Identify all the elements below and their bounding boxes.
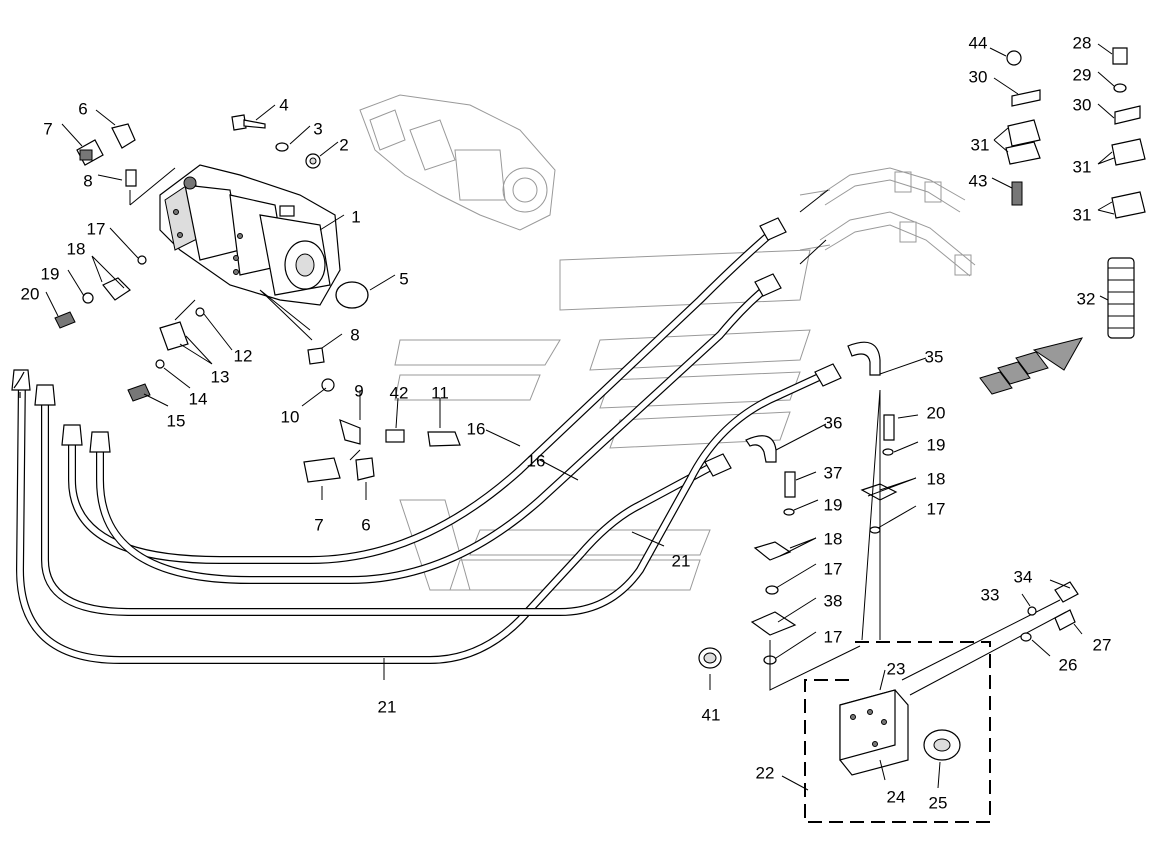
hose-end-fittings — [11, 217, 842, 477]
callout-c19c: 19 — [824, 495, 843, 514]
callout-c36: 36 — [824, 413, 843, 432]
callout-c7a: 7 — [43, 119, 52, 138]
callout-c18b: 18 — [927, 469, 946, 488]
direction-arrows — [979, 337, 1084, 395]
hose-21-outer — [16, 371, 724, 664]
callout-c31c: 31 — [1073, 205, 1092, 224]
callout-c34: 34 — [1014, 567, 1033, 586]
fitting-chain-middle — [303, 347, 461, 483]
callout-c29: 29 — [1073, 65, 1092, 84]
hose-16-a — [68, 226, 779, 564]
callout-c31a: 31 — [971, 135, 990, 154]
hose-16-b — [96, 281, 774, 584]
callout-c21b: 21 — [378, 697, 397, 716]
valve-block-assembly — [804, 581, 1079, 823]
callout-c13: 13 — [211, 367, 230, 386]
callout-c22: 22 — [756, 763, 775, 782]
callout-c21a: 21 — [672, 551, 691, 570]
callout-c11: 11 — [431, 383, 449, 402]
flange-clamp-left — [54, 255, 147, 329]
callout-c35: 35 — [925, 347, 944, 366]
callout-c17a: 17 — [87, 219, 106, 238]
callout-c9: 9 — [354, 381, 363, 400]
fittings-6-7-8-top — [76, 123, 137, 187]
callout-c27: 27 — [1093, 635, 1112, 654]
callout-c8a: 8 — [83, 171, 92, 190]
callout-c8b: 8 — [350, 325, 359, 344]
o-ring-part-5 — [335, 281, 369, 309]
callout-c1: 1 — [351, 207, 360, 226]
callout-c6a: 6 — [78, 99, 87, 118]
callout-c7b: 7 — [314, 515, 323, 534]
callout-c14: 14 — [189, 389, 208, 408]
callout-c33: 33 — [981, 585, 1000, 604]
callout-c24: 24 — [887, 787, 906, 806]
callout-c30a: 30 — [969, 67, 988, 86]
callout-c15: 15 — [167, 411, 186, 430]
fittings-2-3-4 — [231, 114, 321, 169]
watermark-logo — [394, 249, 811, 591]
callout-c28: 28 — [1073, 33, 1092, 52]
hydraulic-pump-assembly — [159, 164, 341, 306]
callout-c44: 44 — [969, 33, 988, 52]
callout-c37: 37 — [824, 463, 843, 482]
top-right-clamps — [1005, 47, 1146, 339]
callout-c26: 26 — [1059, 655, 1078, 674]
callout-c3: 3 — [313, 119, 322, 138]
callout-c20b: 20 — [927, 403, 946, 422]
callout-c32: 32 — [1077, 289, 1096, 308]
callout-c6b: 6 — [361, 515, 370, 534]
callout-c38: 38 — [824, 591, 843, 610]
flange-clamp-middle — [127, 307, 205, 402]
ghost-machine-assembly — [359, 94, 556, 231]
callout-c42: 42 — [390, 383, 409, 402]
callout-c16a: 16 — [467, 419, 486, 438]
callout-c10: 10 — [281, 407, 300, 426]
ghost-pipes — [799, 167, 976, 277]
callout-c17c: 17 — [824, 559, 843, 578]
callout-c5: 5 — [399, 269, 408, 288]
hose-21-inner — [41, 368, 834, 616]
callout-c2: 2 — [339, 135, 348, 154]
callout-c19b: 19 — [927, 435, 946, 454]
callout-c23: 23 — [887, 659, 906, 678]
callout-c17b: 17 — [927, 499, 946, 518]
callout-c20a: 20 — [21, 284, 40, 303]
callout-c25: 25 — [929, 793, 948, 812]
callout-c17d: 17 — [824, 627, 843, 646]
callout-c31b: 31 — [1073, 157, 1092, 176]
callout-c41: 41 — [702, 705, 721, 724]
callout-c19a: 19 — [41, 264, 60, 283]
callout-c16b: 16 — [527, 451, 546, 470]
callout-c18a: 18 — [67, 239, 86, 258]
leader-lines — [45, 43, 1115, 791]
callout-c4: 4 — [279, 95, 288, 114]
callout-c30b: 30 — [1073, 95, 1092, 114]
callout-c43: 43 — [969, 171, 988, 190]
callout-c12: 12 — [234, 346, 253, 365]
callout-c18c: 18 — [824, 529, 843, 548]
